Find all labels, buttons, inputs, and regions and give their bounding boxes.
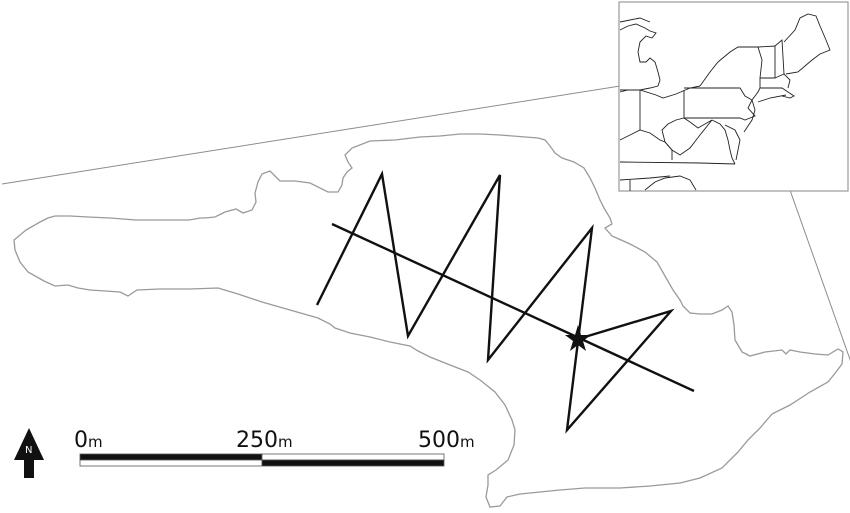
- zigzag-transect: [315, 170, 675, 434]
- north-arrow-label: N: [25, 445, 33, 456]
- north-arrow-icon: [14, 428, 44, 478]
- scale-label-0: 0m: [74, 428, 103, 453]
- inset-locator-map: [618, 1, 849, 192]
- straight-transect: [331, 222, 695, 393]
- scale-bar: [79, 453, 445, 467]
- star-marker-icon: [565, 325, 591, 351]
- scale-label-500: 500m: [418, 428, 475, 453]
- scale-label-250: 250m: [236, 428, 293, 453]
- island-coastline: [13, 133, 844, 508]
